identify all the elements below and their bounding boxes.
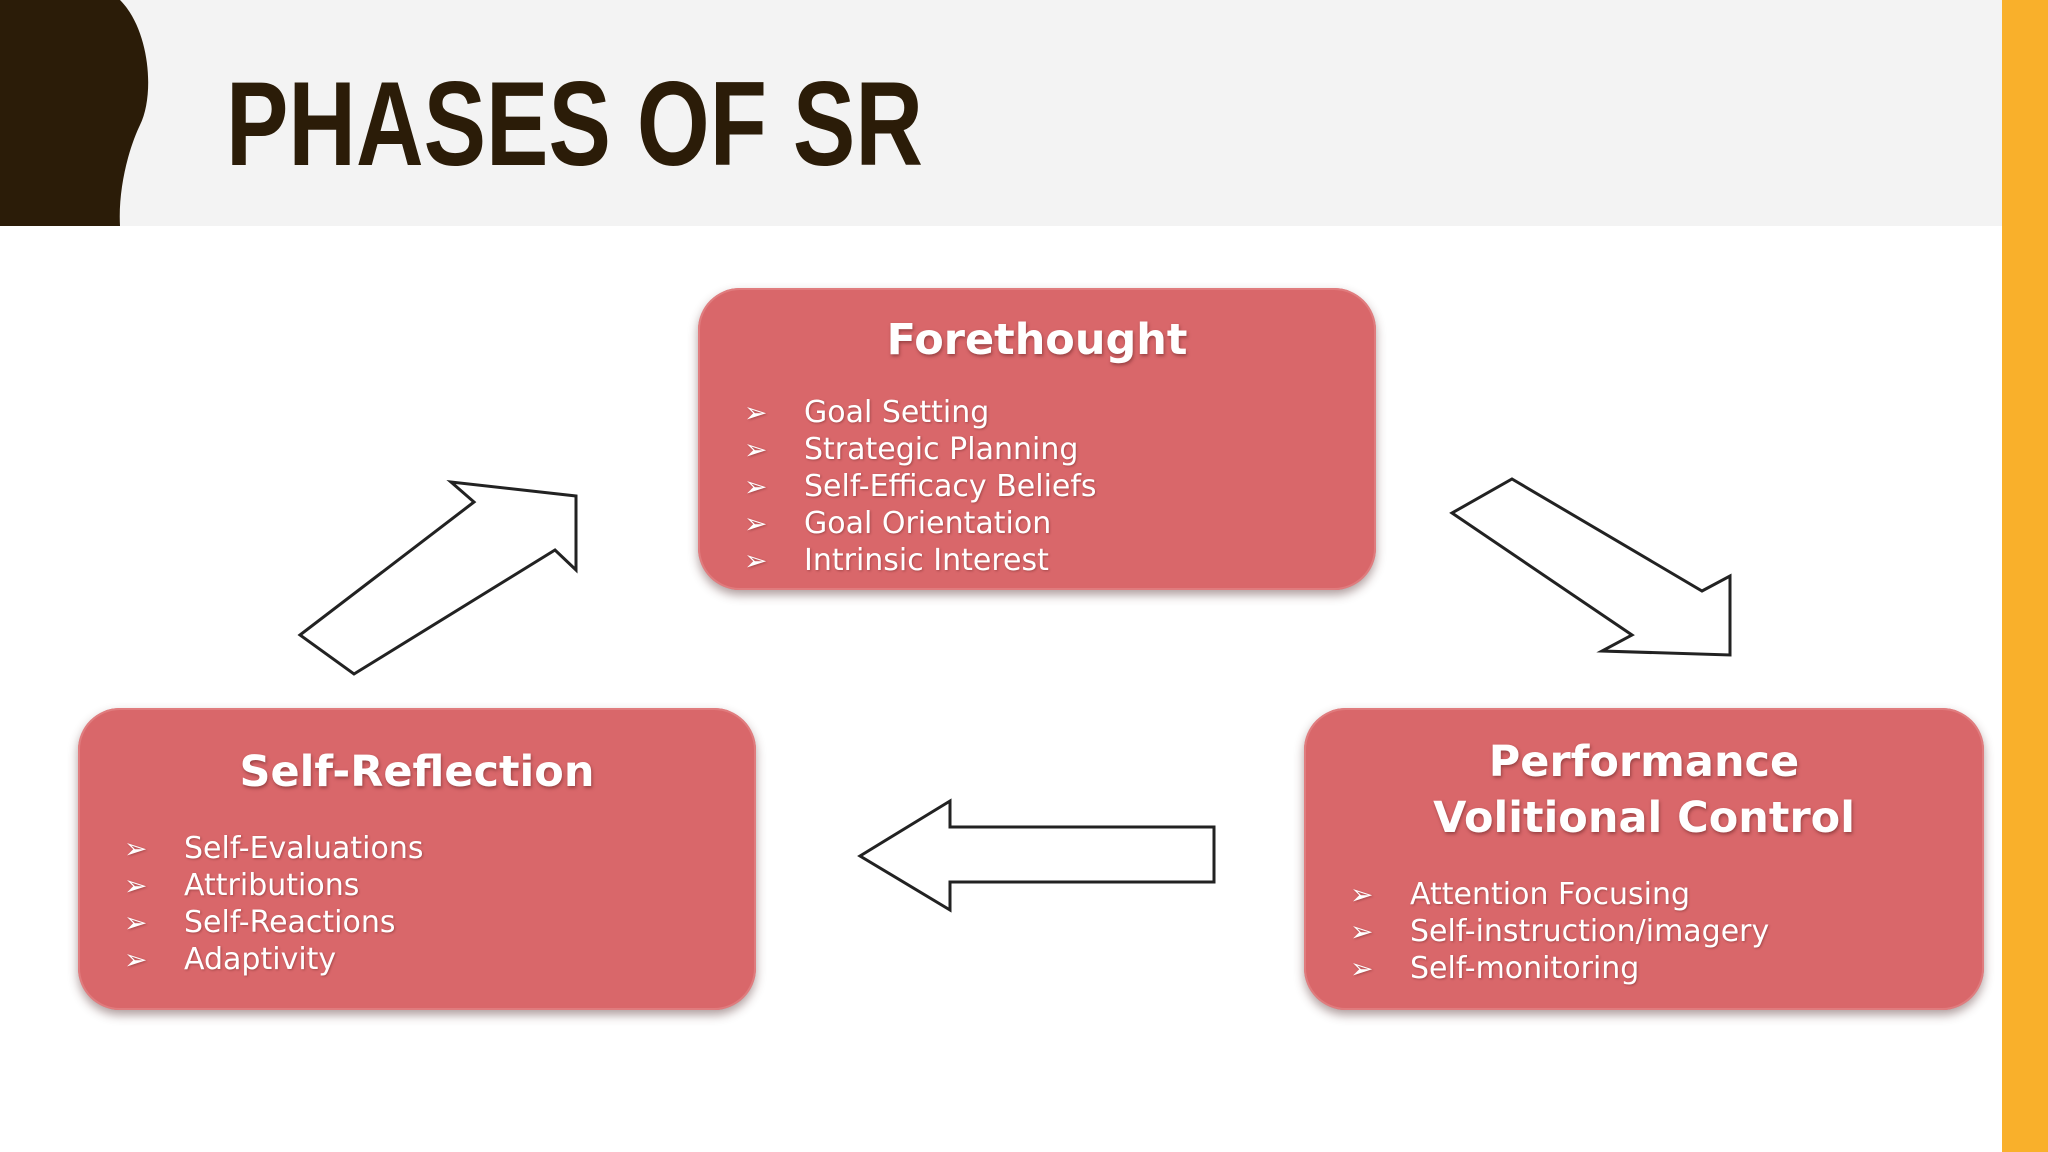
- list-item: ➢Goal Setting: [744, 395, 990, 430]
- cycle-arrows: [297, 477, 1732, 913]
- header-decoration-shape: [0, 0, 149, 226]
- bullet-arrow-icon: ➢: [124, 943, 148, 976]
- phase-title: Self-Reflection: [78, 744, 756, 800]
- slide-title: PHASES OF SR: [226, 57, 923, 191]
- list-item: ➢Self-Reactions: [124, 905, 396, 940]
- list-item: ➢Self-instruction/imagery: [1350, 914, 1770, 949]
- bullet-arrow-icon: ➢: [1350, 952, 1374, 985]
- bullet-arrow-icon: ➢: [1350, 915, 1374, 948]
- phase-item-list: ➢Attention Focusing ➢Self-instruction/im…: [1350, 876, 1984, 987]
- list-item: ➢Attention Focusing: [1350, 877, 1691, 912]
- bullet-arrow-icon: ➢: [744, 396, 768, 429]
- left-arrow-icon: [857, 798, 1216, 913]
- phase-title: Forethought: [698, 312, 1376, 368]
- phase-box-forethought: Forethought ➢Goal Setting ➢Strategic Pla…: [698, 288, 1376, 590]
- up-right-arrow-icon: [297, 479, 578, 676]
- list-item: ➢Adaptivity: [124, 942, 337, 977]
- phase-title-line: Self-Reflection: [239, 747, 595, 797]
- phase-title-line: Volitional Control: [1433, 793, 1855, 843]
- bullet-arrow-icon: ➢: [744, 433, 768, 466]
- phase-title: Performance Volitional Control: [1304, 734, 1984, 846]
- phase-box-performance-volitional-control: Performance Volitional Control ➢Attentio…: [1304, 708, 1984, 1010]
- phase-title-line: Performance: [1488, 737, 1800, 787]
- list-item: ➢Attributions: [124, 868, 360, 903]
- bullet-arrow-icon: ➢: [124, 906, 148, 939]
- down-right-arrow-icon: [1449, 477, 1732, 657]
- phases-cycle-diagram: Forethought ➢Goal Setting ➢Strategic Pla…: [0, 226, 2002, 1152]
- bullet-arrow-icon: ➢: [124, 869, 148, 902]
- list-item: ➢Goal Orientation: [744, 506, 1052, 541]
- list-item: ➢Self-Evaluations: [124, 831, 424, 866]
- bullet-arrow-icon: ➢: [744, 544, 768, 577]
- list-item: ➢Intrinsic Interest: [744, 543, 1049, 578]
- phase-box-self-reflection: Self-Reflection ➢Self-Evaluations ➢Attri…: [78, 708, 756, 1010]
- phase-item-list: ➢Self-Evaluations ➢Attributions ➢Self-Re…: [124, 830, 756, 978]
- bullet-arrow-icon: ➢: [124, 832, 148, 865]
- bullet-arrow-icon: ➢: [744, 470, 768, 503]
- list-item: ➢Self-Efficacy Beliefs: [744, 469, 1097, 504]
- accent-bar: [2002, 0, 2048, 1152]
- list-item: ➢Strategic Planning: [744, 432, 1079, 467]
- bullet-arrow-icon: ➢: [744, 507, 768, 540]
- slide-header: PHASES OF SR: [0, 0, 2002, 226]
- list-item: ➢Self-monitoring: [1350, 951, 1640, 986]
- phase-title-line: Forethought: [886, 315, 1188, 365]
- bullet-arrow-icon: ➢: [1350, 878, 1374, 911]
- phase-item-list: ➢Goal Setting ➢Strategic Planning ➢Self-…: [744, 394, 1376, 579]
